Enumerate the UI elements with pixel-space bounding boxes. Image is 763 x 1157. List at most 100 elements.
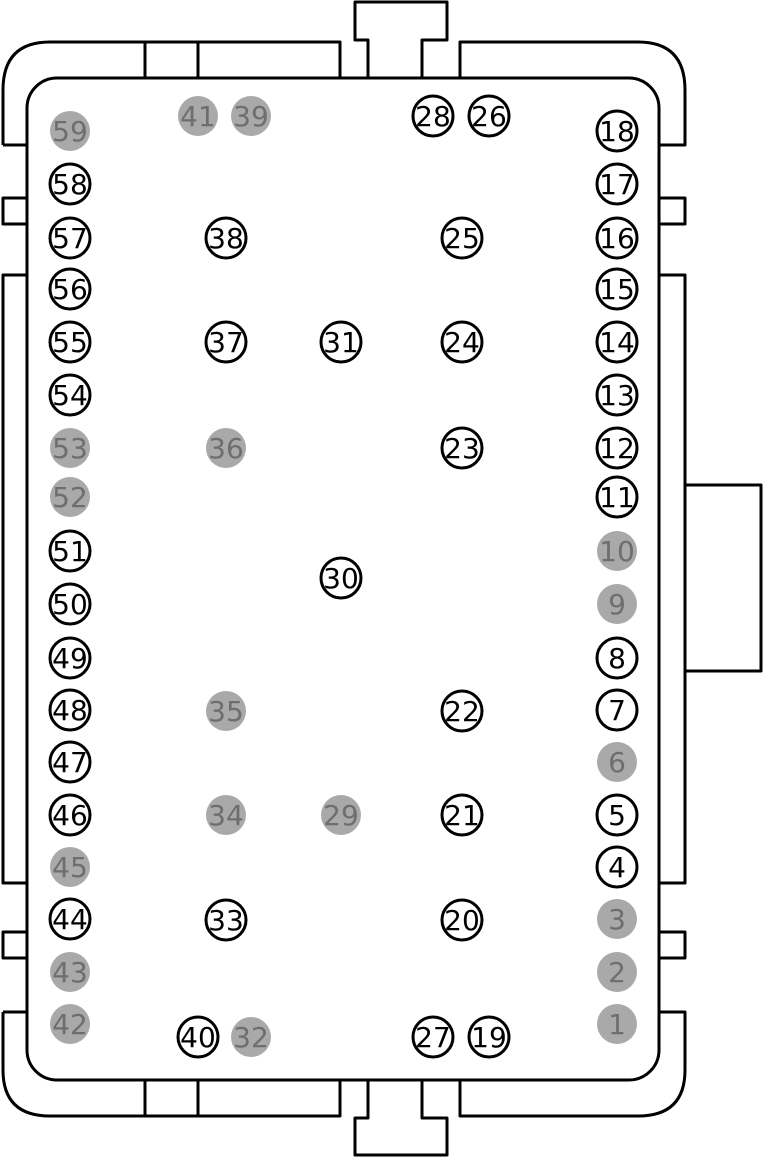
pin-label: 21 bbox=[444, 799, 480, 832]
pin-31: 31 bbox=[319, 320, 363, 364]
pin-47: 47 bbox=[48, 740, 92, 784]
pin-45: 45 bbox=[50, 847, 90, 887]
pin-label: 28 bbox=[415, 100, 451, 133]
pin-label: 5 bbox=[608, 799, 626, 832]
pin-label: 22 bbox=[444, 695, 480, 728]
pin-label: 43 bbox=[52, 956, 88, 989]
pin-label: 1 bbox=[608, 1008, 626, 1041]
pin-4: 4 bbox=[595, 845, 639, 889]
pin-circle bbox=[50, 428, 90, 468]
pin-circle bbox=[595, 426, 639, 470]
pin-label: 48 bbox=[52, 694, 88, 727]
pin-label: 23 bbox=[444, 432, 480, 465]
pin-label: 50 bbox=[52, 588, 88, 621]
pin-circle bbox=[204, 320, 248, 364]
pin-label: 33 bbox=[208, 904, 244, 937]
pin-circle bbox=[597, 899, 637, 939]
pin-label: 55 bbox=[52, 326, 88, 359]
outer-shell-bottom bbox=[1, 1010, 687, 1118]
pin-circle bbox=[595, 109, 639, 153]
pin-label: 46 bbox=[52, 799, 88, 832]
pin-circle bbox=[50, 1004, 90, 1044]
pin-label: 57 bbox=[52, 222, 88, 255]
pin-label: 17 bbox=[599, 168, 635, 201]
pin-circle bbox=[204, 216, 248, 260]
pin-label: 30 bbox=[323, 562, 359, 595]
pin-circle bbox=[48, 373, 92, 417]
pin-19: 19 bbox=[467, 1015, 511, 1059]
pin-28: 28 bbox=[411, 94, 455, 138]
pin-circle bbox=[231, 1017, 271, 1057]
pin-37: 37 bbox=[204, 320, 248, 364]
pin-label: 35 bbox=[208, 695, 244, 728]
pin-24: 24 bbox=[440, 320, 484, 364]
pin-circle bbox=[321, 795, 361, 835]
pin-label: 59 bbox=[52, 115, 88, 148]
pin-44: 44 bbox=[48, 897, 92, 941]
pin-circle bbox=[204, 898, 248, 942]
pin-40: 40 bbox=[176, 1015, 220, 1059]
pin-label: 56 bbox=[52, 273, 88, 306]
pin-43: 43 bbox=[50, 952, 90, 992]
pin-14: 14 bbox=[595, 320, 639, 364]
pin-circle bbox=[50, 952, 90, 992]
pin-circle bbox=[440, 216, 484, 260]
pin-label: 34 bbox=[208, 799, 244, 832]
pin-circle bbox=[48, 529, 92, 573]
pin-11: 11 bbox=[595, 475, 639, 519]
pin-circle bbox=[597, 742, 637, 782]
pin-39: 39 bbox=[231, 96, 271, 136]
pin-54: 54 bbox=[48, 373, 92, 417]
top-latch bbox=[353, 0, 449, 78]
pin-circle bbox=[48, 267, 92, 311]
pins-layer: 1234567891011121314151617181920212223242… bbox=[48, 94, 639, 1059]
pin-circle bbox=[50, 847, 90, 887]
pin-label: 54 bbox=[52, 379, 88, 412]
pin-9: 9 bbox=[597, 584, 637, 624]
pin-circle bbox=[597, 531, 637, 571]
pin-circle bbox=[48, 636, 92, 680]
pin-label: 36 bbox=[208, 432, 244, 465]
pin-label: 25 bbox=[444, 222, 480, 255]
pin-1: 1 bbox=[597, 1004, 637, 1044]
pin-20: 20 bbox=[440, 898, 484, 942]
pin-label: 29 bbox=[323, 799, 359, 832]
pin-label: 47 bbox=[52, 746, 88, 779]
pin-circle bbox=[595, 475, 639, 519]
pin-circle bbox=[595, 216, 639, 260]
pin-50: 50 bbox=[48, 582, 92, 626]
pin-2: 2 bbox=[597, 952, 637, 992]
pin-label: 31 bbox=[323, 326, 359, 359]
pin-16: 16 bbox=[595, 216, 639, 260]
pin-7: 7 bbox=[595, 688, 639, 732]
pin-circle bbox=[48, 740, 92, 784]
pin-58: 58 bbox=[48, 162, 92, 206]
pin-label: 7 bbox=[608, 694, 626, 727]
pin-circle bbox=[176, 1015, 220, 1059]
bottom-latch bbox=[353, 1080, 449, 1157]
pin-label: 19 bbox=[471, 1021, 507, 1054]
pin-circle bbox=[595, 162, 639, 206]
pin-label: 13 bbox=[599, 379, 635, 412]
pin-circle bbox=[597, 1004, 637, 1044]
pin-circle bbox=[231, 96, 271, 136]
pin-label: 38 bbox=[208, 222, 244, 255]
pin-55: 55 bbox=[48, 320, 92, 364]
side-key-block bbox=[683, 483, 763, 673]
pin-label: 9 bbox=[608, 588, 626, 621]
pin-circle bbox=[319, 556, 363, 600]
pin-label: 12 bbox=[599, 432, 635, 465]
pin-circle bbox=[595, 320, 639, 364]
pin-8: 8 bbox=[595, 636, 639, 680]
pin-5: 5 bbox=[595, 793, 639, 837]
pin-circle bbox=[440, 793, 484, 837]
pin-35: 35 bbox=[206, 691, 246, 731]
pin-18: 18 bbox=[595, 109, 639, 153]
outer-shell bbox=[1, 40, 687, 147]
pin-6: 6 bbox=[597, 742, 637, 782]
pin-label: 18 bbox=[599, 115, 635, 148]
pin-59: 59 bbox=[50, 111, 90, 151]
pin-29: 29 bbox=[321, 795, 361, 835]
pin-circle bbox=[48, 320, 92, 364]
